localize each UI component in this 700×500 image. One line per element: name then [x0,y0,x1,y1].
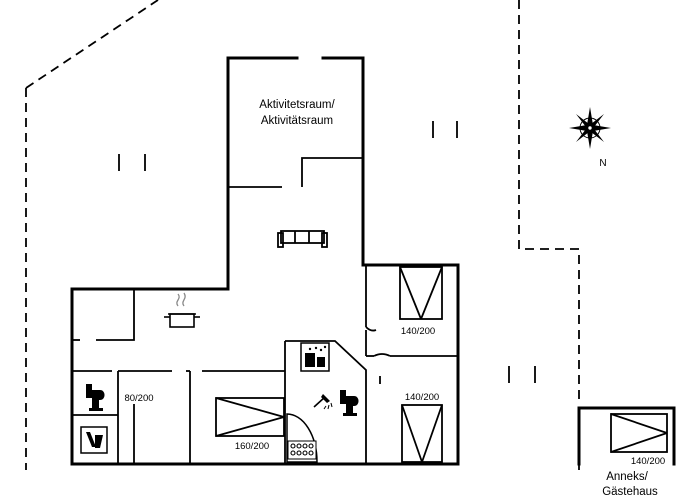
bed-size-label: 140/200 [631,456,665,467]
activity-room-label-line-2: Aktivitätsraum [261,115,333,127]
bed-right-top: 140/200 [399,266,443,337]
terrace-marks [118,121,536,383]
compass-north-label: N [599,158,606,169]
exterior-walls [70,56,460,466]
bed-center: 160/200 [215,397,285,452]
activity-room-label: Aktivitetsraum/ Aktivitätsraum [259,99,335,127]
activity-room-label-line-1: Aktivitetsraum/ [259,99,335,111]
bed-size-label: 140/200 [405,392,439,403]
shower-icon [313,394,333,410]
toilet-icon [86,384,105,411]
annex-label-line-1: Anneks/ [606,471,648,483]
plot-boundary [25,0,580,470]
annex-label-line-2: Gästehaus [602,486,658,498]
cooking-pot-icon [164,292,200,328]
bed-size-label: 140/200 [401,326,435,337]
bed-left-label: 80/200 [124,393,153,404]
interior-walls [72,157,458,464]
annex: 140/200 Anneks/ Gästehaus [577,406,676,498]
dishwasher-icon [300,342,330,372]
whirlpool-icon [286,413,318,463]
compass-icon [569,107,611,149]
toilet-icon [340,390,359,416]
door-swings [365,326,391,357]
bed-right-bottom: 140/200 [401,392,443,463]
washing-machine-icon [80,426,108,454]
bed-size-label: 160/200 [235,441,269,452]
sofa-icon [277,230,328,248]
bed-size-label: 80/200 [124,393,153,404]
